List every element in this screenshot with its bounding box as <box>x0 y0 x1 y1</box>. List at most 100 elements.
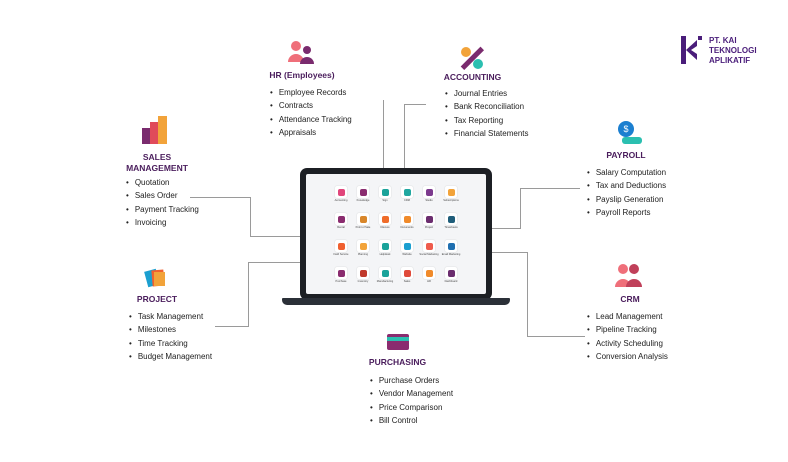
app-icon <box>423 240 435 252</box>
crm-title: CRM <box>620 294 640 304</box>
logo-line: PT. KAI <box>709 36 737 45</box>
connector-line <box>383 100 384 168</box>
sales-chart-icon <box>142 116 167 144</box>
app-tile[interactable]: Dashboard <box>440 267 462 290</box>
app-tile[interactable]: Documents <box>396 213 418 236</box>
connector-line <box>520 188 580 189</box>
connector-line <box>190 197 250 198</box>
app-label: CRM <box>404 199 410 202</box>
app-tile[interactable]: Point of Sale <box>352 213 374 236</box>
app-tile[interactable]: Inventory <box>352 267 374 290</box>
connector-line <box>250 197 251 236</box>
app-tile[interactable]: Planning <box>352 240 374 263</box>
app-tile[interactable]: Sign <box>374 186 396 209</box>
app-icon <box>401 213 413 225</box>
list-item: Appraisals <box>270 126 352 139</box>
app-tile[interactable]: Email Marketing <box>440 240 462 263</box>
logo-line: TEKNOLOGI <box>709 46 757 55</box>
list-item: Payroll Reports <box>587 206 666 219</box>
list-item: Lead Management <box>587 310 668 323</box>
app-tile[interactable]: Knowledge <box>352 186 374 209</box>
app-icon <box>335 267 347 279</box>
app-label: Helpdesk <box>379 253 391 256</box>
list-item: Task Management <box>129 310 212 323</box>
app-label: Planning <box>357 253 369 256</box>
app-tile[interactable]: Purchase <box>330 267 352 290</box>
laptop-notch <box>385 168 407 173</box>
list-item: Time Tracking <box>129 337 212 350</box>
app-label: HR <box>427 280 431 283</box>
app-icon <box>379 186 391 198</box>
list-item: Milestones <box>129 323 212 336</box>
app-label: Knowledge <box>356 199 370 202</box>
sales-list: QuotationSales OrderPayment TrackingInvo… <box>126 176 199 230</box>
laptop: Accounting Knowledge Sign CRM Studio Subscrip… <box>300 168 492 300</box>
app-tile[interactable]: Studio <box>418 186 440 209</box>
app-tile[interactable]: Discuss <box>374 213 396 236</box>
list-item: Tax Reporting <box>445 114 529 127</box>
app-icon <box>379 240 391 252</box>
app-label: Dashboard <box>444 280 458 283</box>
logo-mark-icon <box>681 36 702 64</box>
app-label: Studio <box>425 199 433 202</box>
connector-line <box>248 262 249 327</box>
connector-line <box>527 336 585 337</box>
app-label: Website <box>402 253 412 256</box>
app-label: Accounting <box>334 199 348 202</box>
connector-line <box>250 236 300 237</box>
app-label: Manufacturing <box>376 280 394 283</box>
app-label: Discuss <box>380 226 390 229</box>
list-item: Purchase Orders <box>370 374 453 387</box>
app-icon <box>401 186 413 198</box>
list-item: Salary Computation <box>587 166 666 179</box>
list-item: Price Comparison <box>370 401 453 414</box>
list-item: Payment Tracking <box>126 203 199 216</box>
purchasing-card-icon <box>387 334 409 350</box>
list-item: Journal Entries <box>445 87 529 100</box>
app-icon <box>357 240 369 252</box>
project-icon <box>144 268 165 288</box>
list-item: Sales Order <box>126 189 199 202</box>
list-item: Conversion Analysis <box>587 350 668 363</box>
app-tile[interactable]: Project <box>418 213 440 236</box>
list-item: Activity Scheduling <box>587 337 668 350</box>
app-label: Sign <box>382 199 388 202</box>
app-tile[interactable]: Helpdesk <box>374 240 396 263</box>
app-tile[interactable]: Manufacturing <box>374 267 396 290</box>
app-label: Point of Sale <box>355 226 371 229</box>
app-tile[interactable]: Social Marketing <box>418 240 440 263</box>
app-tile[interactable]: Accounting <box>330 186 352 209</box>
list-item: Financial Statements <box>445 127 529 140</box>
app-icon <box>357 213 369 225</box>
hr-list: Employee RecordsContractsAttendance Trac… <box>270 86 352 140</box>
svg-text:$: $ <box>623 124 628 134</box>
app-tile[interactable]: Sales <box>396 267 418 290</box>
list-item: Payslip Generation <box>587 193 666 206</box>
app-tile[interactable]: HR <box>418 267 440 290</box>
app-icon <box>401 267 413 279</box>
app-label: Email Marketing <box>441 253 461 256</box>
list-item: Attendance Tracking <box>270 113 352 126</box>
purchasing-list: Purchase OrdersVendor ManagementPrice Co… <box>370 374 453 428</box>
app-label: Timesheets <box>444 226 458 229</box>
app-label: Inventory <box>357 280 369 283</box>
app-label: Sales <box>403 280 411 283</box>
app-tile[interactable]: Timesheets <box>440 213 462 236</box>
list-item: Tax and Deductions <box>587 179 666 192</box>
app-label: Subscriptions <box>443 199 459 202</box>
app-label: Social Marketing <box>419 253 439 256</box>
laptop-base <box>282 298 510 305</box>
app-tile[interactable]: Subscriptions <box>440 186 462 209</box>
list-item: Employee Records <box>270 86 352 99</box>
app-tile[interactable]: Website <box>396 240 418 263</box>
app-tile[interactable]: CRM <box>396 186 418 209</box>
app-tile[interactable]: Rental <box>330 213 352 236</box>
crm-people-icon <box>615 264 642 287</box>
app-tile[interactable]: Field Service <box>330 240 352 263</box>
accounting-icon <box>460 46 484 70</box>
accounting-title: ACCOUNTING <box>443 72 502 82</box>
app-icon <box>379 267 391 279</box>
list-item: Budget Management <box>129 350 212 363</box>
connector-line <box>248 262 300 263</box>
accounting-list: Journal EntriesBank ReconciliationTax Re… <box>445 87 529 141</box>
